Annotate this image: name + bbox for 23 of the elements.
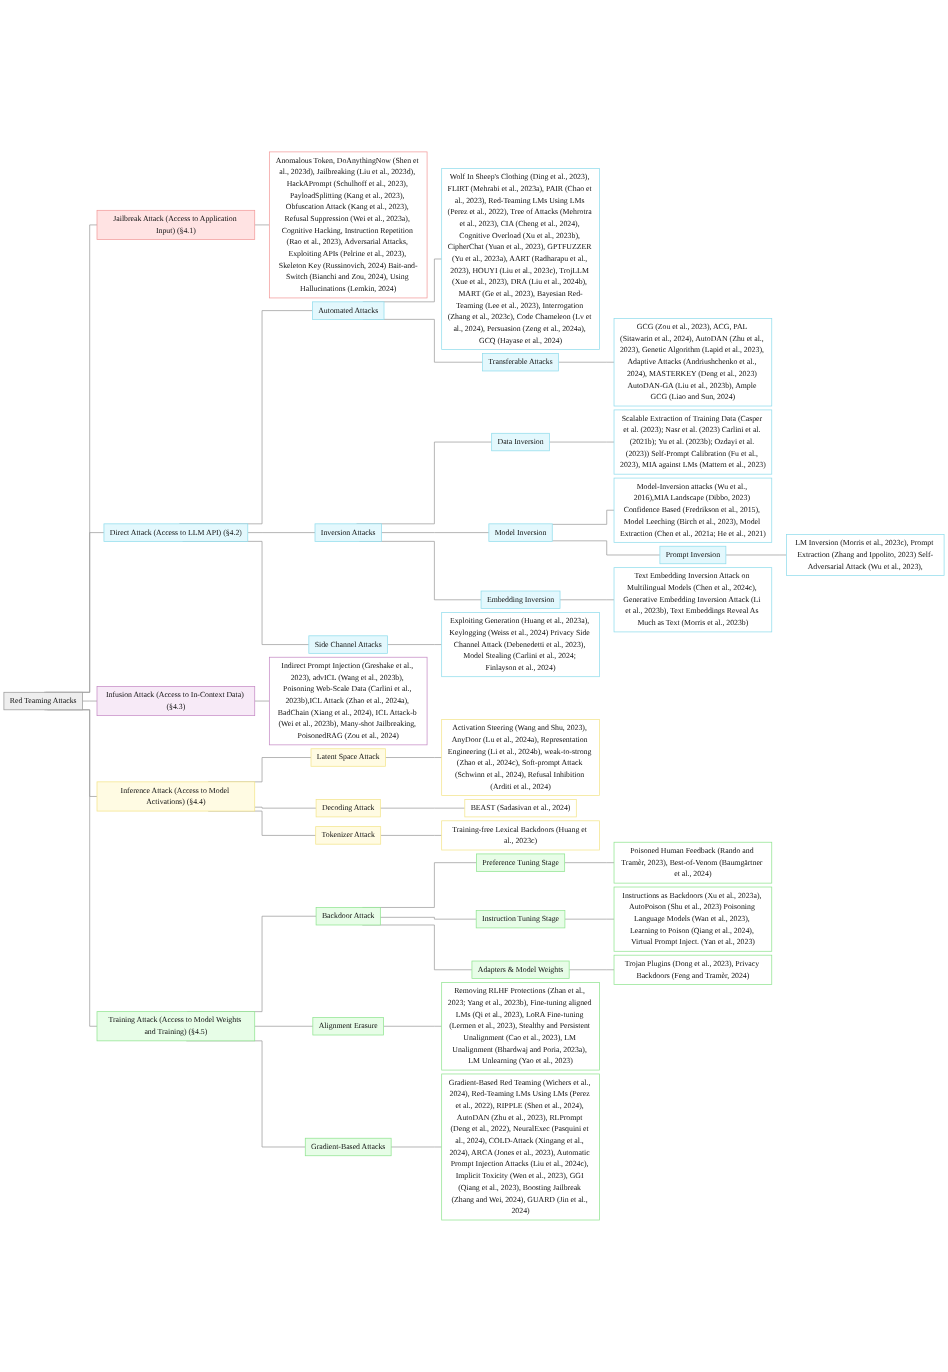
connector	[725, 554, 787, 556]
connector	[387, 644, 443, 645]
connector	[568, 969, 615, 971]
connector	[379, 807, 466, 809]
connector	[564, 862, 615, 864]
connector	[254, 1025, 314, 1027]
connector	[551, 540, 661, 556]
connector	[564, 918, 615, 920]
connector	[247, 532, 316, 533]
connector	[551, 509, 615, 525]
connector	[380, 835, 443, 836]
connector	[381, 532, 490, 533]
connector	[559, 599, 615, 601]
connector	[254, 224, 270, 226]
connector	[379, 917, 477, 920]
connector	[82, 700, 98, 702]
connector	[383, 1025, 443, 1027]
connector	[549, 441, 615, 443]
connector	[254, 700, 270, 702]
connector	[390, 1146, 443, 1148]
connector	[385, 757, 443, 758]
connector	[558, 361, 615, 363]
connector	[254, 806, 317, 809]
